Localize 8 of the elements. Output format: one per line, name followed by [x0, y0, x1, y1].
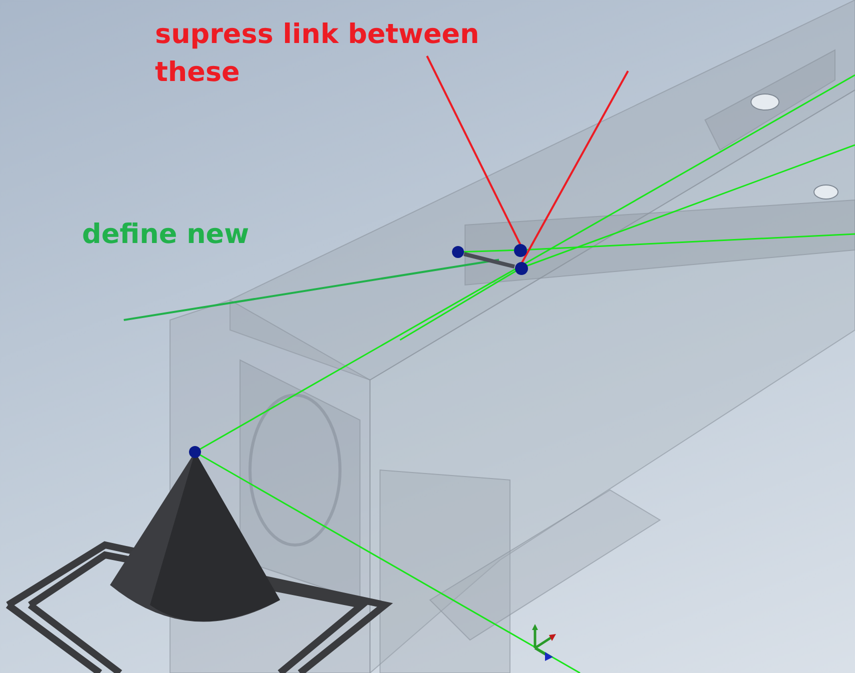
leader-line [426, 56, 522, 246]
link-rod [464, 252, 514, 268]
joint-point [514, 244, 527, 257]
leader-line [124, 258, 500, 321]
annotation-text: define new [82, 218, 250, 252]
annotation-text: supress link between these [155, 18, 480, 90]
leader-line [520, 70, 629, 264]
joint-point [515, 262, 528, 275]
